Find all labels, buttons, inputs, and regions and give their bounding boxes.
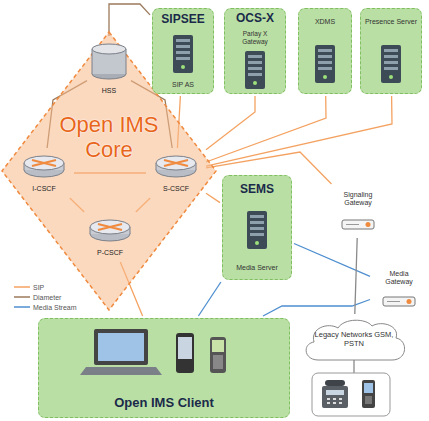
- server-icon: [313, 44, 337, 84]
- server-icon: [245, 210, 269, 250]
- client-icon: [64, 325, 264, 381]
- node-title: Open IMS Client: [114, 396, 214, 411]
- node-title: P-CSCF: [97, 249, 123, 257]
- gateway-device: Signaling Gateway: [326, 186, 390, 236]
- node-title: Media Gateway: [376, 270, 422, 286]
- server-box: SIPSEE SIP AS: [152, 8, 214, 94]
- legend-line-sample: [14, 294, 30, 300]
- server-box: XDMS: [298, 8, 352, 94]
- node-title: HSS: [102, 87, 116, 95]
- legend-text: Media Stream: [33, 304, 77, 311]
- server-box: OCS-X Parlay X Gateway: [224, 8, 286, 94]
- connector: [198, 282, 221, 316]
- legend-line-sample: [14, 304, 30, 310]
- connector: [109, 4, 150, 36]
- connector: [206, 193, 220, 202]
- server-box: SEMS Media Server: [222, 175, 292, 280]
- network-cloud: Legacy Networks GSM, PSTN: [300, 316, 408, 364]
- legend-line-sample: [14, 284, 30, 290]
- node-title: OCS-X: [236, 12, 274, 26]
- node-subtitle: Media Server: [236, 264, 278, 272]
- cscf-router: I-CSCF: [16, 150, 72, 196]
- cscf-router: P-CSCF: [82, 214, 138, 260]
- gw-icon: [382, 294, 416, 308]
- node-title: Open IMS Core: [44, 112, 174, 163]
- server-icon: [171, 34, 195, 74]
- cscf-router: S-CSCF: [148, 150, 204, 196]
- connector: [263, 300, 370, 317]
- node-title: Presence Server: [365, 18, 417, 26]
- hss-database: HSS: [89, 38, 129, 98]
- server-icon: [243, 50, 267, 90]
- node-subtitle: Parlay X Gateway: [231, 30, 279, 45]
- router-icon: [154, 153, 198, 179]
- legend-text: SIP: [33, 284, 44, 291]
- legend: SIP DiameterMedia Stream: [14, 282, 77, 312]
- legend-row: Diameter: [14, 292, 77, 302]
- gateway-device: Media Gateway: [372, 266, 426, 312]
- client-box: Open IMS Client: [38, 318, 290, 418]
- server-box: Presence Server: [360, 8, 422, 94]
- router-icon: [22, 153, 66, 179]
- connector: [206, 96, 392, 166]
- node-title: Signaling Gateway: [330, 191, 386, 207]
- cyl-icon: [89, 41, 129, 81]
- node-subtitle: SIP AS: [172, 81, 194, 89]
- connector: [294, 244, 370, 277]
- connector: [206, 96, 255, 150]
- node-title: Legacy Networks GSM, PSTN: [314, 331, 394, 348]
- connector: [355, 238, 357, 314]
- legend-row: SIP: [14, 282, 77, 292]
- gw-icon: [341, 217, 375, 231]
- router-icon: [88, 217, 132, 243]
- legend-row: Media Stream: [14, 302, 77, 312]
- node-title: I-CSCF: [32, 185, 55, 193]
- legend-text: Diameter: [33, 294, 61, 301]
- node-title: XDMS: [315, 18, 335, 26]
- node-title: SEMS: [240, 183, 274, 197]
- node-title: S-CSCF: [163, 185, 189, 193]
- node-title: SIPSEE: [161, 13, 204, 27]
- server-icon: [379, 44, 403, 84]
